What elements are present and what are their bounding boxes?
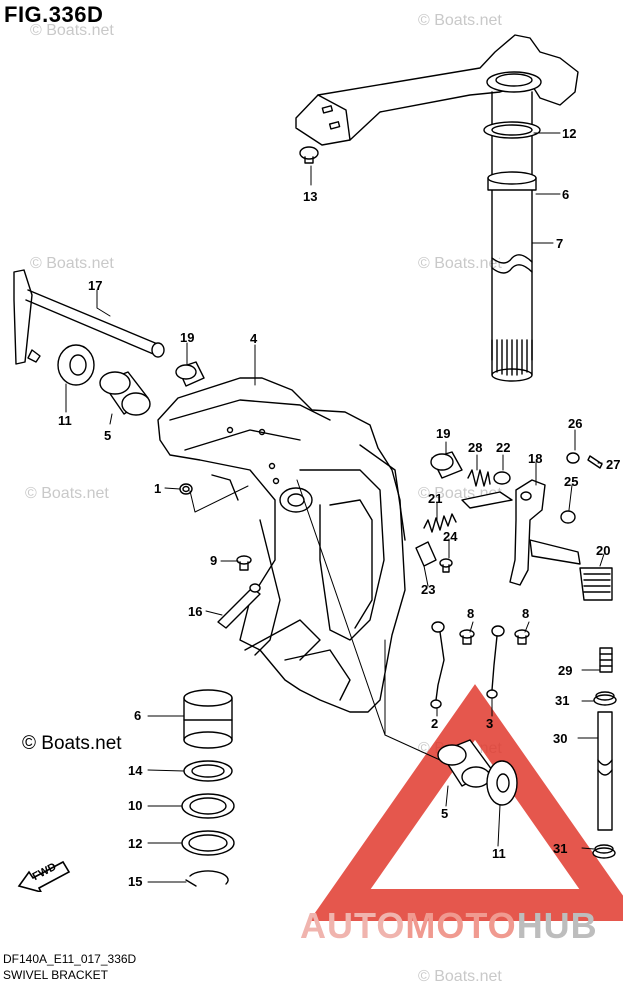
footer-name: SWIVEL BRACKET [3,968,108,982]
callout-number: 27 [606,457,621,472]
callout-number: 11 [492,846,506,861]
watermark: © Boats.net [25,485,109,502]
callout-number: 14 [128,763,143,778]
bushing-19-left [175,361,205,387]
tilt-lever-18 [509,479,546,586]
callout-number: 7 [556,236,564,251]
callout-number: 5 [104,428,112,443]
callout-number: 31 [555,693,570,708]
callout-number: 20 [596,543,611,558]
callout-number: 30 [553,731,568,746]
ground-lead-3 [486,625,505,699]
callout-number: 3 [486,716,494,731]
brand-part-moto: MOTO [405,905,517,946]
watermark: © Boats.net [30,22,114,39]
callout-number: 5 [441,806,449,821]
callout-number: 29 [558,663,573,678]
callout-number: 22 [496,440,511,455]
copyright-watermark: © Boats.net [22,733,122,754]
brand-part-auto: AUTO [300,905,406,946]
ground-lead-2 [430,621,445,709]
callout-number: 19 [436,426,451,441]
fwd-arrow-icon [17,860,71,892]
callout-number: 15 [128,874,143,889]
pin-27 [587,455,603,469]
callout-number: 28 [468,440,483,455]
callout-number: 19 [180,330,195,345]
callout-number: 1 [154,481,162,496]
figure-title: FIG.336D [4,2,104,27]
clip-22 [461,471,513,509]
callout-number: 13 [303,189,318,204]
spring-28 [467,469,491,487]
callout-number: 6 [562,187,570,202]
callout-number: 16 [188,604,203,619]
callout-number: 31 [553,841,568,856]
callout-number: 23 [421,582,436,597]
bushing-5-left [99,371,151,416]
bolt-13 [299,146,319,164]
leader-lines [65,132,605,883]
callout-number: 11 [58,413,72,428]
callout-number: 21 [428,491,443,506]
callout-number: 12 [128,836,143,851]
washer-11-right [486,760,518,806]
washer-14 [183,760,233,782]
bolt-8-right [514,629,530,645]
steering-shaft [483,91,541,382]
watermark: © Boats.net [418,12,502,29]
callout-number: 26 [568,416,583,431]
callout-number: 18 [528,451,543,466]
bolt-24 [439,558,453,573]
callout-number: 9 [210,553,218,568]
bushing-6-lower [183,689,233,749]
washer-11-left [57,344,95,386]
callout-number: 25 [564,474,579,489]
callout-number: 10 [128,798,143,813]
tilt-rod-17 [13,269,165,365]
brand-wordmark: AUTOMOTOHUB [300,905,598,947]
callout-number: 6 [134,708,142,723]
bushing-5-right [437,739,493,788]
steering-arm [295,34,579,146]
washer-26 [566,452,580,464]
callout-number: 8 [467,606,475,621]
grease-nipple-29 [599,647,613,673]
tilt-stopper-16 [217,583,261,629]
swivel-bracket-4 [157,377,406,713]
callout-number: 24 [443,529,458,544]
nut-25 [560,510,576,524]
bolt-9 [236,555,252,571]
washer-10 [181,793,235,819]
callout-number: 8 [522,606,530,621]
watermark: © Boats.net [418,968,502,985]
clamp-31-top [593,691,617,706]
bolt-8-left [459,629,475,645]
spring-21 [423,513,457,533]
callout-number: 17 [88,278,103,293]
callout-number: 12 [562,126,577,141]
hose-30 [597,711,613,831]
bushing-19-right [430,451,463,479]
footer-code: DF140A_E11_017_336D [3,952,137,966]
washer-12 [181,830,235,856]
watermark: © Boats.net [418,255,502,272]
brand-part-hub: HUB [516,905,598,946]
callout-number: 2 [431,716,439,731]
circlip-15 [185,870,229,887]
link-20 [529,539,613,601]
watermark: © Boats.net [30,255,114,272]
plate-23 [415,541,437,567]
clamp-31-bottom [592,844,616,859]
callout-number: 4 [250,331,258,346]
